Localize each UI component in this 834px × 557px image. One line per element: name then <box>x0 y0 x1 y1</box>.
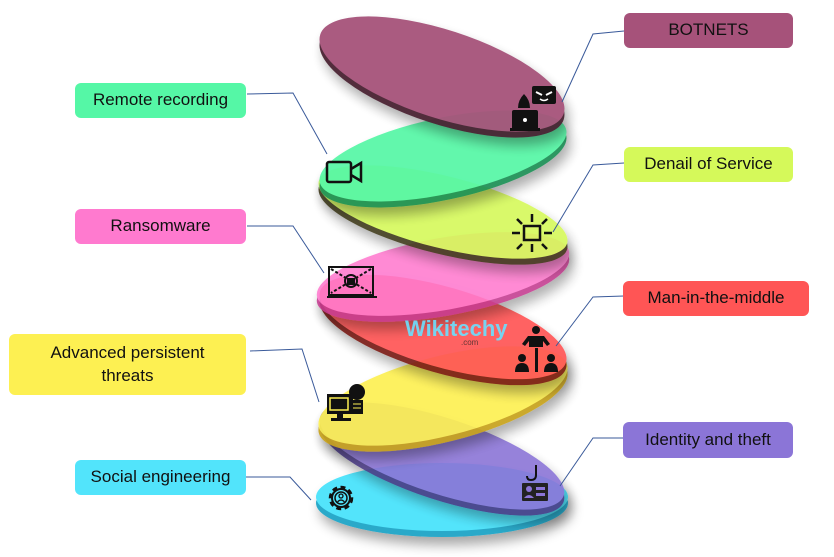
label-identity-and-theft: Identity and theft <box>623 422 793 458</box>
label-man-in-the-middle: Man-in-the-middle <box>623 281 809 316</box>
gear-user-icon <box>328 485 354 511</box>
label-social-engineering: Social engineering <box>75 460 246 495</box>
connector-ransomware <box>247 225 325 274</box>
connector-remote-recording <box>246 92 328 155</box>
connector-advanced-persistent-threats <box>249 348 320 403</box>
watermark-brand: Wikitechy <box>405 316 508 341</box>
watermark-suffix: .com <box>461 338 479 347</box>
disc-botnets <box>319 16 565 138</box>
id-card-hook-icon <box>522 465 548 501</box>
label-denial-of-service: Denail of Service <box>624 147 793 182</box>
connector-lines <box>245 30 625 501</box>
wikitechy-watermark: Wikitechy .com <box>405 316 508 347</box>
connector-identity-and-theft <box>559 437 624 487</box>
connector-botnets <box>561 30 625 103</box>
computer-spy-icon <box>327 384 365 421</box>
label-ransomware: Ransomware <box>75 209 246 244</box>
label-advanced-persistent-threats: Advanced persistent threats <box>9 334 246 395</box>
network-people-icon <box>515 326 558 372</box>
connector-denial-of-service <box>552 162 625 233</box>
connector-social-engineering <box>245 476 312 501</box>
connector-man-in-the-middle <box>555 295 625 347</box>
locked-laptop-icon <box>327 266 377 298</box>
server-attack-icon <box>512 214 552 252</box>
label-remote-recording: Remote recording <box>75 83 246 118</box>
video-camera-icon <box>325 160 363 184</box>
hacker-icon <box>510 86 556 131</box>
label-botnets: BOTNETS <box>624 13 793 48</box>
